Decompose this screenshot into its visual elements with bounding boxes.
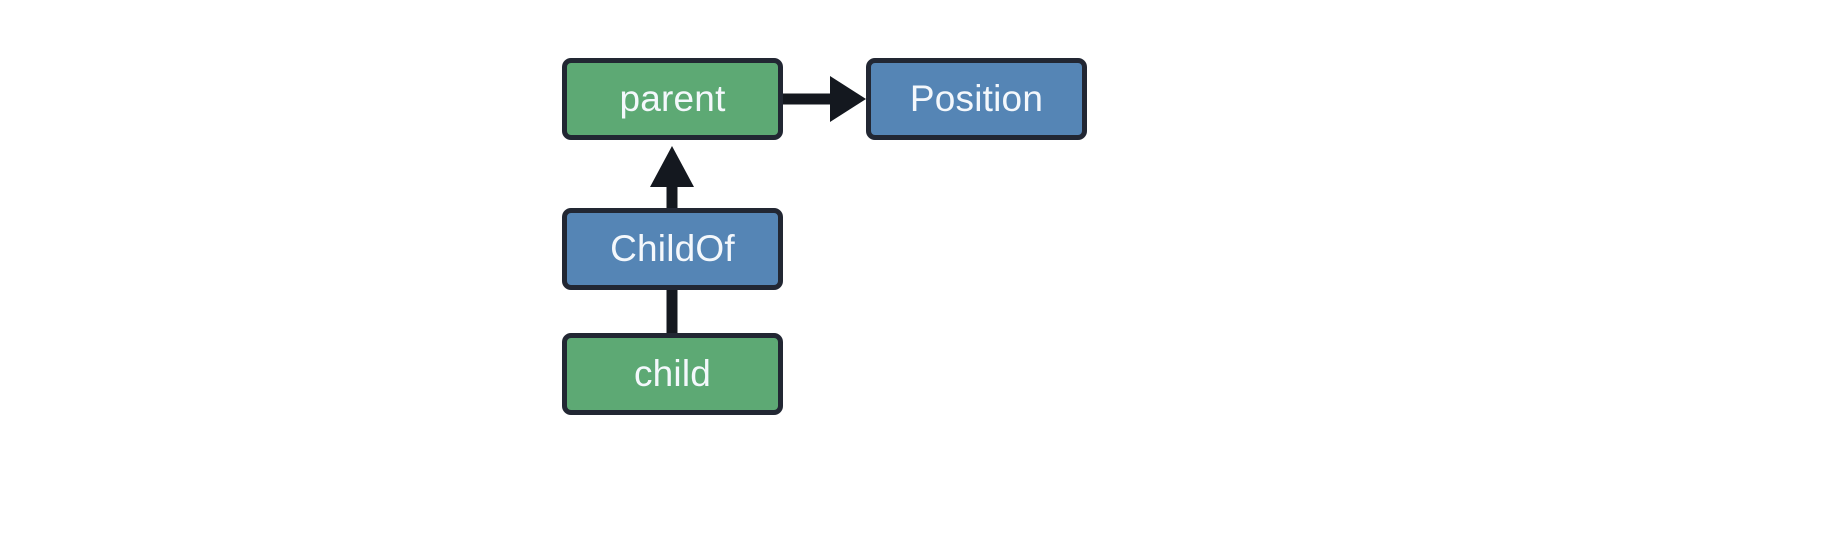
node-parent[interactable]: parent: [562, 58, 783, 140]
node-position[interactable]: Position: [866, 58, 1087, 140]
edge-childof-to-parent-arrowhead: [650, 146, 694, 187]
node-child[interactable]: child: [562, 333, 783, 415]
node-parent-label: parent: [619, 77, 726, 119]
node-childof[interactable]: ChildOf: [562, 208, 783, 290]
edge-parent-to-position: [783, 76, 866, 122]
edge-parent-to-position-arrowhead: [830, 76, 866, 122]
edge-childof-to-parent: [650, 146, 694, 208]
node-position-label: Position: [909, 77, 1044, 119]
node-child-label: child: [633, 352, 712, 394]
node-childof-label: ChildOf: [610, 227, 735, 269]
